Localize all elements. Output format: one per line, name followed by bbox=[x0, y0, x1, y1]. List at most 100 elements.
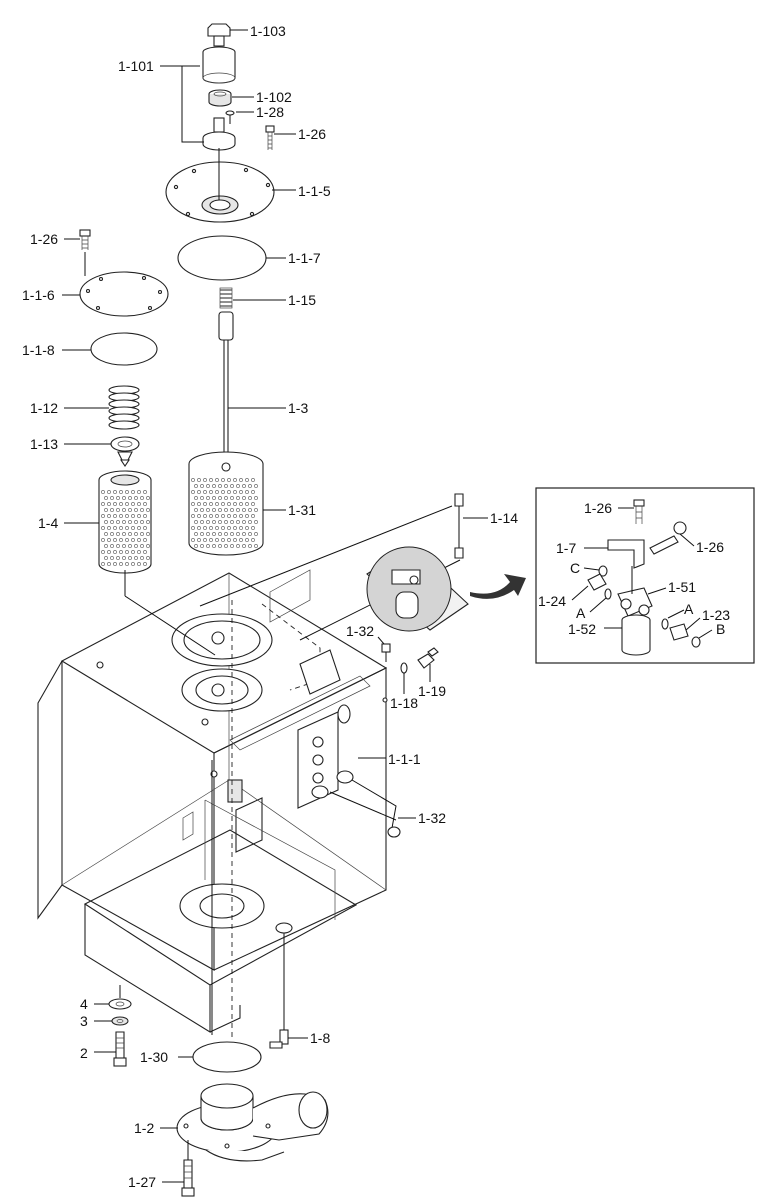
mesh-hole bbox=[122, 544, 126, 548]
label-1-4: 1-4 bbox=[38, 515, 58, 531]
mesh-hole bbox=[119, 514, 123, 518]
mesh-hole bbox=[107, 502, 111, 506]
mesh-hole bbox=[209, 538, 213, 542]
mesh-hole bbox=[209, 526, 213, 530]
mesh-hole bbox=[218, 520, 222, 524]
mesh-hole bbox=[131, 502, 135, 506]
mesh-hole bbox=[107, 526, 111, 530]
mesh-hole bbox=[101, 502, 105, 506]
inset-label-a-right: A bbox=[684, 601, 694, 617]
part-1-15 bbox=[219, 287, 233, 309]
mesh-hole bbox=[101, 490, 105, 494]
zoom-detail-circle bbox=[366, 546, 469, 632]
mesh-hole bbox=[107, 550, 111, 554]
mesh-hole bbox=[137, 550, 141, 554]
mesh-hole bbox=[104, 532, 108, 536]
mesh-hole bbox=[242, 508, 246, 512]
mesh-hole bbox=[131, 514, 135, 518]
mesh-hole bbox=[119, 502, 123, 506]
inset-label-a-left: A bbox=[576, 605, 586, 621]
part-labels: 1-103 1-101 1-102 1-28 1-26 1-1-5 1-26 1… bbox=[22, 23, 730, 1190]
mesh-hole bbox=[191, 514, 195, 518]
mesh-hole bbox=[125, 562, 129, 566]
mesh-hole bbox=[143, 526, 147, 530]
mesh-hole bbox=[107, 490, 111, 494]
mesh-hole bbox=[134, 520, 138, 524]
mesh-hole bbox=[119, 526, 123, 530]
mesh-hole bbox=[101, 526, 105, 530]
mesh-hole bbox=[233, 502, 237, 506]
mesh-hole bbox=[134, 544, 138, 548]
mesh-hole bbox=[212, 496, 216, 500]
mesh-hole bbox=[221, 502, 225, 506]
mesh-hole bbox=[242, 484, 246, 488]
mesh-hole bbox=[239, 526, 243, 530]
inset-detail bbox=[587, 499, 701, 656]
mesh-hole bbox=[215, 502, 219, 506]
leader-1-101 bbox=[181, 65, 204, 143]
mesh-hole bbox=[197, 526, 201, 530]
part-1-31 bbox=[188, 451, 264, 556]
mesh-hole bbox=[110, 544, 114, 548]
inset-label-b: B bbox=[716, 621, 725, 637]
label-1-1-6: 1-1-6 bbox=[22, 287, 55, 303]
part-1-101 bbox=[202, 46, 236, 84]
mesh-hole bbox=[119, 538, 123, 542]
mesh-hole bbox=[116, 508, 120, 512]
label-1-8: 1-8 bbox=[310, 1030, 330, 1046]
inset-label-c: C bbox=[570, 560, 580, 576]
mesh-hole bbox=[224, 484, 228, 488]
mesh-hole bbox=[221, 538, 225, 542]
mesh-hole bbox=[125, 490, 129, 494]
part-1-26-left bbox=[79, 229, 91, 250]
mesh-hole bbox=[113, 526, 117, 530]
label-1-19: 1-19 bbox=[418, 683, 446, 699]
mesh-hole bbox=[140, 496, 144, 500]
mesh-hole bbox=[236, 508, 240, 512]
mesh-hole bbox=[113, 490, 117, 494]
label-1-1-5: 1-1-5 bbox=[298, 183, 331, 199]
mesh-hole bbox=[197, 490, 201, 494]
part-1-12 bbox=[108, 385, 140, 430]
part-4 bbox=[108, 998, 132, 1010]
mesh-hole bbox=[239, 478, 243, 482]
mesh-hole bbox=[251, 490, 255, 494]
mesh-hole bbox=[146, 544, 150, 548]
mesh-hole bbox=[227, 490, 231, 494]
label-1-32-side: 1-32 bbox=[418, 810, 446, 826]
mesh-hole bbox=[221, 526, 225, 530]
part-1-1-8 bbox=[90, 332, 158, 366]
label-1-26-left: 1-26 bbox=[30, 231, 58, 247]
mesh-hole bbox=[191, 478, 195, 482]
label-1-31: 1-31 bbox=[288, 502, 316, 518]
mesh-hole bbox=[134, 556, 138, 560]
mesh-hole bbox=[122, 508, 126, 512]
inset-label-1-52: 1-52 bbox=[568, 621, 596, 637]
mesh-hole bbox=[119, 562, 123, 566]
mesh-hole bbox=[245, 514, 249, 518]
mesh-hole bbox=[146, 520, 150, 524]
mesh-hole bbox=[224, 532, 228, 536]
mesh-hole bbox=[116, 544, 120, 548]
mesh-hole bbox=[233, 490, 237, 494]
mesh-hole bbox=[224, 508, 228, 512]
mesh-hole bbox=[206, 532, 210, 536]
part-1-3 bbox=[218, 311, 234, 470]
label-1-1-8: 1-1-8 bbox=[22, 342, 55, 358]
mesh-hole bbox=[194, 532, 198, 536]
mesh-hole bbox=[242, 496, 246, 500]
mesh-hole bbox=[230, 484, 234, 488]
mesh-hole bbox=[107, 514, 111, 518]
mesh-hole bbox=[128, 532, 132, 536]
label-1-2: 1-2 bbox=[134, 1120, 154, 1136]
mesh-hole bbox=[215, 526, 219, 530]
mesh-hole bbox=[143, 550, 147, 554]
mesh-hole bbox=[251, 478, 255, 482]
tank-body-1-1-1 bbox=[37, 569, 388, 1033]
mesh-hole bbox=[101, 562, 105, 566]
mesh-hole bbox=[101, 514, 105, 518]
mesh-hole bbox=[113, 550, 117, 554]
label-4: 4 bbox=[80, 996, 88, 1012]
mesh-hole bbox=[209, 502, 213, 506]
mesh-hole bbox=[122, 532, 126, 536]
